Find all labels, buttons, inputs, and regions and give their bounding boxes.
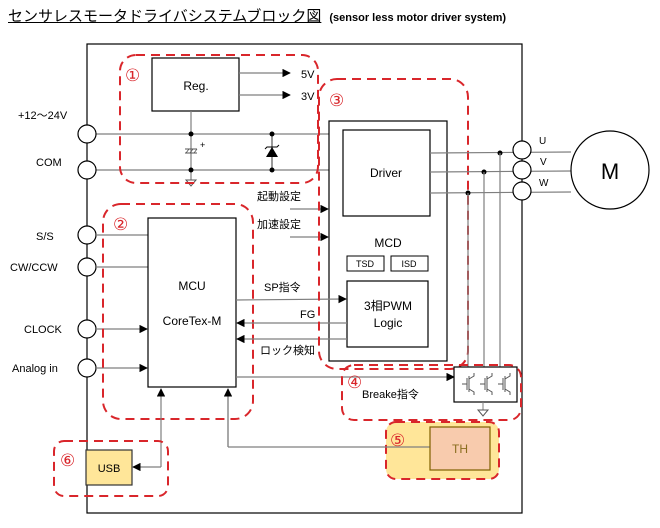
junction-dot (188, 131, 194, 137)
terminal-u[interactable] (512, 140, 532, 160)
capacitor-icon (185, 148, 198, 154)
junction-dot (269, 131, 275, 137)
group-2-mcu (102, 203, 254, 420)
startup-setting-label: 起動設定 (257, 189, 301, 203)
title-english: (sensor less motor driver system) (329, 12, 507, 24)
group-5-number: ⑤ (390, 431, 405, 450)
th-block (429, 426, 491, 471)
lock-detect-label: ロック検知 (260, 343, 315, 357)
mcu-label: MCU (178, 279, 205, 293)
terminal-cwccw-label: CW/CCW (10, 262, 58, 274)
transistor-icons (462, 373, 511, 395)
terminal-ss-label: S/S (36, 231, 54, 243)
title-japanese: センサレスモータドライバシステムブロック図 (8, 7, 322, 25)
group-2-number: ② (113, 215, 128, 234)
group-1-number: ① (125, 66, 140, 85)
motor-label: M (601, 159, 619, 184)
ground-icon (476, 409, 490, 417)
tsd-block (346, 255, 385, 272)
mcd-label: MCD (374, 236, 402, 250)
group-4-number: ④ (347, 373, 362, 392)
terminal-vplus[interactable] (77, 124, 97, 144)
junction-dot (188, 167, 194, 173)
terminal-u-label: U (539, 136, 546, 147)
terminal-clock[interactable] (77, 319, 97, 339)
th-label: TH (452, 442, 468, 456)
zener-diode-icon (264, 144, 280, 157)
regulator-label: Reg. (183, 79, 208, 93)
brake-command-label: Breake指令 (362, 387, 419, 401)
terminal-v-label: V (540, 157, 547, 168)
group-3-number: ③ (329, 91, 344, 110)
driver-label: Driver (370, 166, 402, 180)
mcu-block (147, 217, 237, 388)
fg-label: FG (300, 309, 315, 321)
terminal-ss[interactable] (77, 225, 97, 245)
motor (570, 130, 650, 210)
board-frame (86, 43, 523, 514)
accel-setting-label: 加速設定 (257, 217, 301, 231)
terminal-vplus-label: +12～24V (18, 110, 68, 122)
out-3v-label: 3V (301, 91, 315, 103)
terminal-cwccw[interactable] (77, 257, 97, 277)
usb-block (85, 449, 133, 486)
out-5v-label: 5V (301, 69, 315, 81)
isd-block (390, 255, 429, 272)
mcu-core-label: CoreTex-M (163, 314, 222, 328)
sp-command-arrow (235, 294, 347, 304)
group-4-brake (341, 364, 522, 421)
sp-command-label: SP指令 (264, 280, 301, 294)
terminal-w[interactable] (512, 181, 532, 201)
regulator-block (151, 57, 240, 112)
group-3-mcd (318, 78, 469, 370)
terminal-analog-label: Analog in (12, 363, 58, 375)
pwm-logic-label-1: 3相PWM (364, 299, 412, 313)
driver-block (342, 129, 431, 217)
group-6-usb (53, 440, 169, 497)
pwm-logic-block (346, 280, 429, 348)
group-1-power (119, 54, 319, 184)
isd-label: ISD (401, 259, 417, 269)
terminal-clock-label: CLOCK (24, 324, 63, 336)
usb-label: USB (98, 463, 121, 475)
terminal-com-label: COM (36, 157, 62, 169)
cap-plus-label: + (200, 140, 205, 150)
terminal-analog-in[interactable] (77, 358, 97, 378)
terminal-com[interactable] (77, 160, 97, 180)
tsd-label: TSD (356, 259, 375, 269)
diagram-title: センサレスモータドライバシステムブロック図 (sensor less motor … (8, 5, 506, 26)
group-6-number: ⑥ (60, 451, 75, 470)
junction-dot (269, 167, 275, 173)
pwm-logic-label-2: Logic (374, 316, 403, 330)
terminal-v[interactable] (512, 160, 532, 180)
terminal-w-label: W (539, 178, 549, 189)
